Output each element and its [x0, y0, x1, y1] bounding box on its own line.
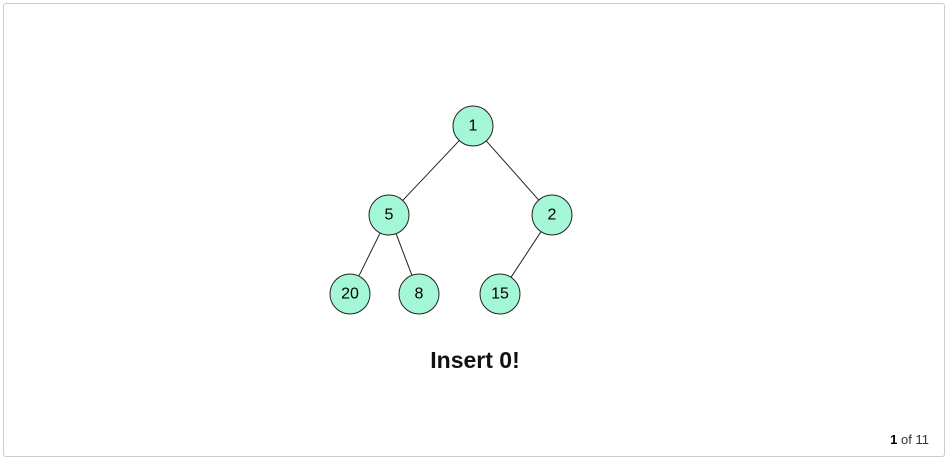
tree-node: 2	[531, 194, 573, 236]
tree-node-label: 1	[469, 118, 478, 135]
tree-edge	[510, 231, 542, 278]
tree-node-label: 8	[415, 286, 424, 303]
tree-node-label: 5	[385, 207, 394, 224]
slide-counter-separator: of	[901, 432, 912, 447]
tree-node-circle	[329, 273, 371, 315]
tree-edge	[358, 232, 381, 277]
tree-node: 8	[398, 273, 440, 315]
slide-frame	[3, 3, 945, 457]
tree-node-circle	[398, 273, 440, 315]
tree-node-label: 15	[491, 286, 509, 303]
tree-node: 5	[368, 194, 410, 236]
tree-node-label: 2	[548, 207, 557, 224]
tree-node-circle	[452, 105, 494, 147]
tree-node-circle	[531, 194, 573, 236]
tree-node: 15	[479, 273, 521, 315]
current-slide-number: 1	[890, 432, 898, 447]
tree-node-circle	[479, 273, 521, 315]
slide-counter: 1 of 11	[890, 432, 929, 447]
tree-edge	[402, 140, 460, 201]
tree-edge	[485, 140, 540, 201]
tree-edge	[395, 233, 413, 276]
tree-node-label: 20	[341, 286, 359, 303]
tree-edges	[358, 140, 542, 278]
slide-caption: Insert 0!	[430, 347, 520, 373]
tree-node: 20	[329, 273, 371, 315]
tree-node: 1	[452, 105, 494, 147]
tree-node-circle	[368, 194, 410, 236]
total-slide-count: 11	[915, 432, 930, 447]
